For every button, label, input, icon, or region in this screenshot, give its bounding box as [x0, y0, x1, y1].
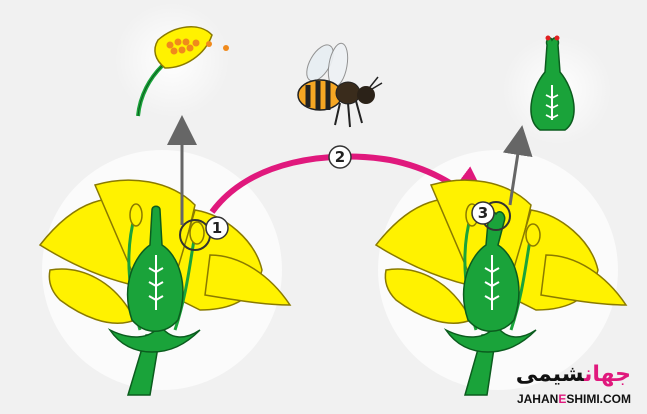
step-3-label: 3 [478, 204, 488, 222]
pollen-grain [223, 45, 229, 51]
step-1-label: 1 [212, 219, 222, 237]
logo-persian-part2: شیمی [516, 362, 584, 387]
step-3-marker: 3 [472, 202, 494, 224]
logo-persian-part1: جهان [584, 362, 631, 387]
logo-persian-name: جهانشیمی [516, 362, 631, 387]
site-logo: جهانشیمی JAHANESHIMI.COM [495, 362, 635, 406]
logo-domain-part1: JAHAN [517, 392, 558, 406]
pollen-grain [206, 41, 212, 47]
bee-illustration [298, 41, 382, 127]
step-2-label: 2 [335, 148, 345, 166]
logo-domain-part3: SHIMI.COM [566, 392, 631, 406]
step-1-marker: 1 [206, 217, 228, 239]
logo-domain: JAHANESHIMI.COM [517, 392, 631, 406]
step-2-marker: 2 [329, 146, 351, 168]
